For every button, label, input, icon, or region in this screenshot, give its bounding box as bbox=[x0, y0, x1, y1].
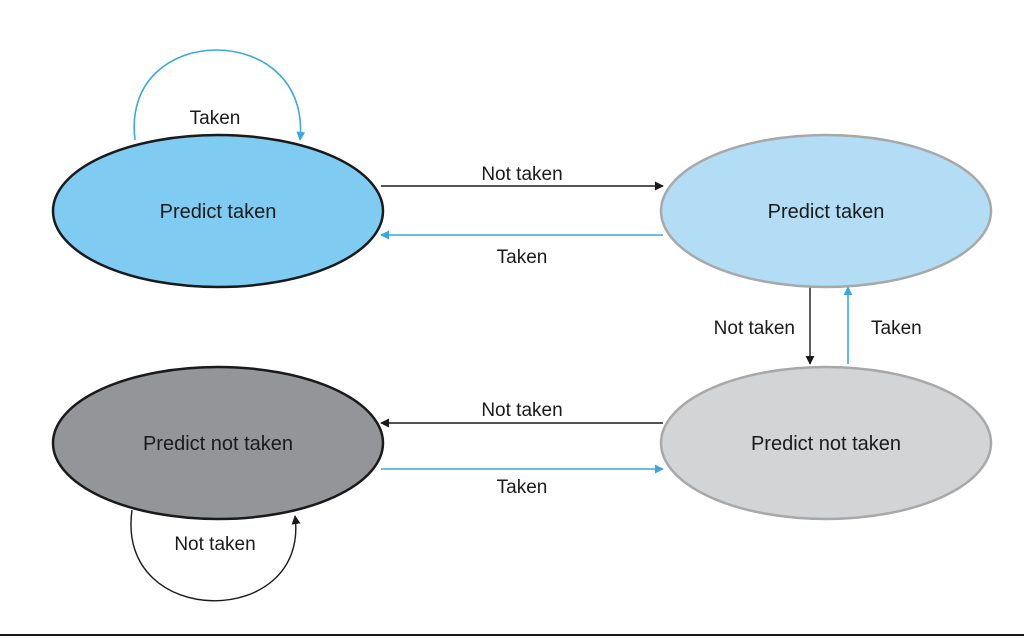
edge-label-weak-not-taken-to-strong-not-taken: Not taken bbox=[481, 400, 562, 421]
state-strong-not-taken-shape bbox=[51, 365, 385, 521]
state-strong-taken-shape bbox=[51, 133, 385, 289]
edge-label-strong-not-taken-self: Not taken bbox=[174, 534, 255, 555]
state-weak-taken-shape bbox=[659, 133, 993, 289]
state-weak-not-taken: Predict not taken bbox=[659, 365, 993, 521]
edge-label-strong-not-taken-to-weak-not-taken: Taken bbox=[497, 477, 548, 498]
state-weak-not-taken-shape bbox=[659, 365, 993, 521]
edge-label-weak-taken-to-strong-taken: Taken bbox=[497, 247, 548, 268]
edge-label-strong-taken-to-weak-taken: Not taken bbox=[481, 164, 562, 185]
edge-strong-taken-self bbox=[133, 49, 306, 141]
state-strong-not-taken-label: Predict not taken bbox=[143, 433, 293, 455]
edge-label-weak-not-taken-to-weak-taken: Taken bbox=[871, 318, 922, 339]
state-weak-not-taken-label: Predict not taken bbox=[751, 433, 901, 455]
edge-label-strong-taken-self: Taken bbox=[190, 108, 241, 129]
edge-label-weak-taken-to-weak-not-taken: Not taken bbox=[714, 318, 795, 339]
state-strong-taken-label: Predict taken bbox=[160, 201, 277, 223]
state-strong-taken: Predict taken bbox=[51, 133, 385, 289]
edge-strong-not-taken-self bbox=[130, 509, 301, 602]
state-weak-taken: Predict taken bbox=[659, 133, 993, 289]
state-strong-not-taken: Predict not taken bbox=[51, 365, 385, 521]
state-weak-taken-label: Predict taken bbox=[768, 201, 885, 223]
